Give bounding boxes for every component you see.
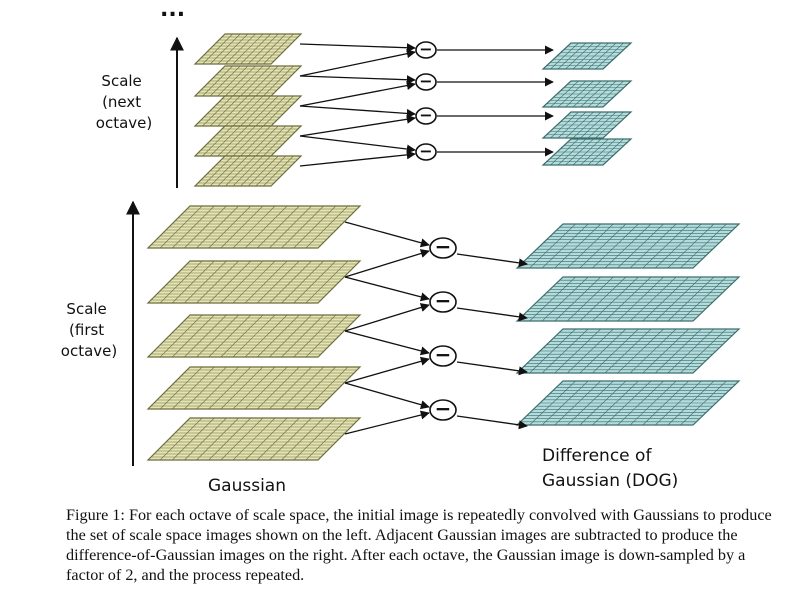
next-octave-arrow-in: [299, 135, 416, 154]
first-octave-label-line3: octave): [61, 342, 117, 360]
next-octave-dog-layer: [541, 80, 633, 108]
svg-text:−: −: [435, 343, 452, 367]
subtraction-arrows: [299, 43, 554, 435]
dog-label: Difference of Gaussian (DOG): [542, 446, 678, 491]
next-octave-minus-icon: −: [415, 71, 437, 91]
first-octave-arrow-out: [456, 307, 528, 322]
first-octave-arrow-out: [456, 253, 528, 268]
next-octave-label-line3: octave): [96, 114, 152, 132]
next-octave-label-line1: Scale: [101, 72, 141, 90]
svg-text:−: −: [435, 235, 452, 259]
subtraction-operators: − − − − − − − −: [415, 39, 457, 421]
first-octave-minus-icon: −: [429, 289, 457, 313]
first-octave-gaussian-layer: [146, 366, 362, 410]
next-octave-gaussian-layer: [193, 95, 303, 127]
first-octave-arrow-in: [344, 330, 430, 356]
next-octave-arrow-in: [299, 105, 416, 118]
next-octave-minus-icon: −: [415, 141, 437, 161]
svg-text:−: −: [435, 397, 452, 421]
first-octave-gaussian-layer: [146, 205, 362, 249]
next-octave-dog-layer: [541, 42, 633, 70]
first-octave-arrow-in: [344, 410, 430, 435]
svg-text:−: −: [419, 71, 432, 90]
first-octave-label: Scale (first octave): [61, 300, 117, 360]
first-octave-gaussian-layer: [146, 314, 362, 358]
first-octave-gaussian-layer: [146, 260, 362, 304]
next-octave-minus-icon: −: [415, 105, 437, 125]
first-octave-minus-icon: −: [429, 397, 457, 421]
next-octave-gaussian-layer: [193, 33, 303, 65]
next-octave-label: Scale (next octave): [96, 72, 152, 132]
next-octave-label-line2: (next: [102, 93, 141, 111]
next-octave-dog-layer: [541, 138, 633, 166]
next-octave-arrow-in: [299, 75, 416, 85]
first-octave-gaussian-layer: [146, 417, 362, 461]
next-octave-gaussian-layer: [193, 155, 303, 187]
ellipsis-dots: ...: [160, 0, 185, 22]
next-octave-arrow-in: [299, 49, 416, 77]
first-octave-label-line1: Scale: [66, 300, 106, 318]
svg-text:−: −: [435, 289, 452, 313]
first-octave-arrow-out: [456, 361, 528, 376]
first-octave-label-line2: (first: [69, 321, 104, 339]
svg-text:−: −: [419, 105, 432, 124]
first-octave-dog-layer: [515, 328, 741, 374]
next-octave-arrow-in: [299, 43, 416, 53]
first-octave-dog-layer: [515, 380, 741, 426]
next-octave-arrow-in: [299, 81, 416, 107]
first-octave-arrow-in: [344, 249, 430, 278]
next-octave-minus-icon: −: [415, 39, 437, 59]
image-layers: [146, 33, 741, 461]
dog-label-line1: Difference of: [542, 446, 652, 466]
first-octave-arrow-in: [344, 221, 430, 248]
next-octave-gaussian-layer: [193, 65, 303, 97]
svg-text:−: −: [419, 141, 432, 160]
figure-caption: Figure 1: For each octave of scale space…: [66, 506, 772, 584]
first-octave-arrow-in: [344, 356, 430, 384]
first-octave-dog-layer: [515, 276, 741, 322]
first-octave-arrow-in: [344, 276, 430, 302]
next-octave-dog-layer: [541, 111, 633, 139]
first-octave-arrow-out: [456, 415, 528, 430]
first-octave-dog-layer: [515, 223, 741, 269]
dog-label-line2: Gaussian (DOG): [542, 471, 678, 491]
next-octave-arrow-in: [299, 114, 416, 137]
first-octave-arrow-in: [344, 382, 430, 410]
gaussian-label: Gaussian: [208, 476, 286, 496]
first-octave-minus-icon: −: [429, 235, 457, 259]
first-octave-minus-icon: −: [429, 343, 457, 367]
first-octave-arrow-in: [344, 303, 430, 332]
next-octave-arrow-in: [299, 150, 416, 167]
next-octave-gaussian-layer: [193, 125, 303, 157]
svg-text:−: −: [419, 39, 432, 58]
dog-pyramid-diagram: ... Scale (next octave) Scale (first oct…: [61, 0, 741, 496]
